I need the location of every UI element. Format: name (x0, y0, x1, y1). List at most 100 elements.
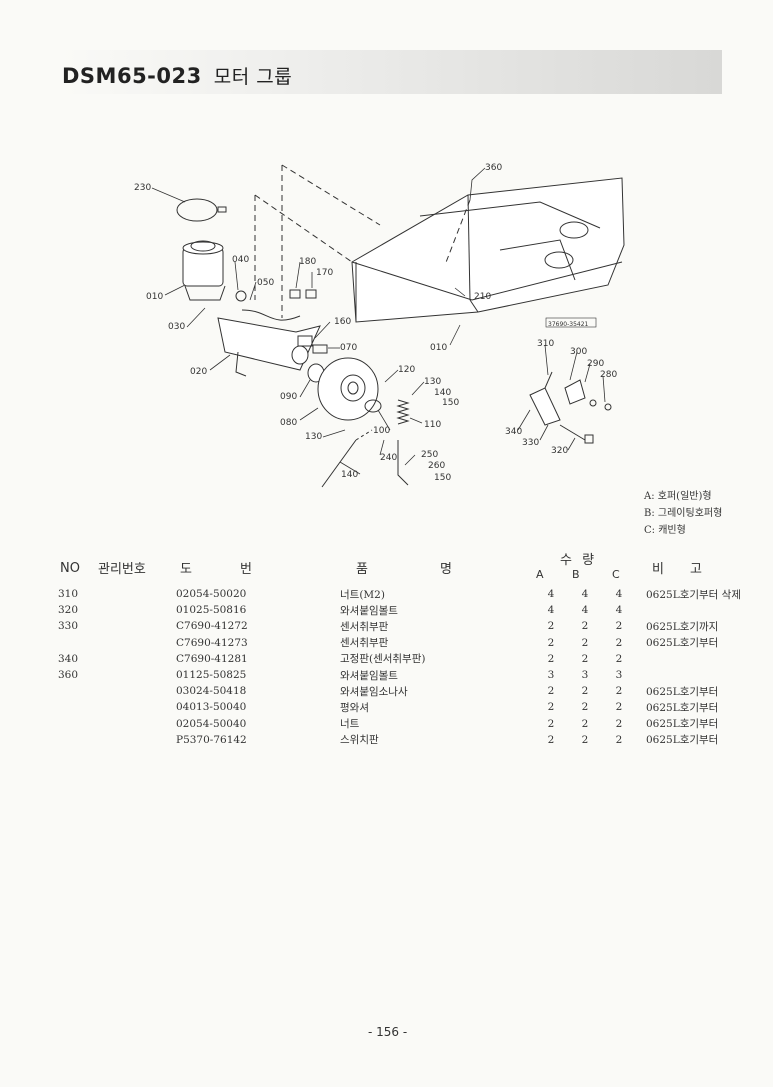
callout: 290 (587, 359, 604, 369)
cell-c: 2 (615, 636, 623, 649)
cell-name: 와셔붙임소나사 (340, 685, 408, 698)
cell-name: 고정판(센서취부판) (340, 653, 426, 666)
cell-c: 4 (615, 588, 623, 601)
cell-a: 2 (547, 652, 555, 665)
callout: 140 (434, 388, 451, 398)
callout: 330 (522, 438, 539, 448)
cell-c: 4 (615, 604, 623, 617)
col-header-qa: A (536, 568, 544, 581)
callout: 090 (280, 392, 297, 402)
cell-no (58, 683, 176, 699)
callout: 140 (341, 470, 358, 480)
legend-item: C: 캐빈형 (644, 525, 686, 536)
cell-c: 2 (615, 620, 623, 633)
pulley-disc (317, 357, 379, 421)
callout: 260 (428, 461, 445, 471)
page-number: - 156 - (368, 1025, 408, 1039)
callout: 180 (299, 257, 316, 267)
callout: 230 (134, 183, 151, 193)
col-header-qty: 수 량 (560, 553, 595, 568)
cell-no (58, 635, 176, 651)
group-name: 모터 그룹 (213, 66, 293, 88)
col-header-qc: C (612, 568, 620, 581)
callout: 050 (257, 278, 274, 288)
cell-remarks: 0625L호기부터 (646, 637, 719, 650)
cell-name: 너트 (340, 718, 360, 731)
callout: 010 (430, 343, 447, 353)
part-170 (305, 289, 317, 299)
cell-no: 320 (58, 604, 79, 617)
cell-c: 2 (615, 701, 623, 714)
col-header-name-b: 명 (440, 562, 452, 577)
legend-item: B: 그레이팅호퍼형 (644, 508, 723, 519)
cell-name: 스위치판 (340, 734, 379, 747)
cell-a: 2 (547, 685, 555, 698)
cell-b: 2 (581, 685, 589, 698)
cell-drawing: 01025-50816 (176, 604, 247, 617)
cell-b: 4 (581, 604, 589, 617)
cell-a: 4 (547, 588, 555, 601)
cell-drawing: 03024-50418 (176, 685, 247, 698)
motor (182, 240, 226, 301)
cell-drawing: 02054-50020 (176, 588, 247, 601)
cell-name: 평와셔 (340, 701, 369, 714)
cell-remarks: 0625L호기부터 (646, 685, 719, 698)
ref-code: 37690-35421 (548, 321, 589, 328)
wire-ring (176, 198, 218, 222)
cell-no (58, 732, 176, 748)
cell-c: 2 (615, 652, 623, 665)
cell-drawing: C7690-41273 (176, 636, 248, 649)
callout: 250 (421, 450, 438, 460)
cell-no: 340 (58, 652, 79, 665)
cell-no (58, 699, 176, 715)
callout: 100 (373, 426, 390, 436)
col-header-remarks-a: 비 (652, 562, 664, 577)
spring-110 (396, 399, 410, 425)
cell-name: 와셔붙임볼트 (340, 604, 398, 617)
nut-040 (235, 290, 247, 302)
table-row: 340 C7690-41281 고정판(센서취부판) 2 2 2 (58, 651, 756, 667)
callout: 020 (190, 367, 207, 377)
cell-no: 360 (58, 669, 79, 682)
callout: 160 (334, 317, 351, 327)
bracket-hook (235, 351, 247, 377)
cell-drawing: C7690-41281 (176, 652, 248, 665)
callout: 170 (316, 268, 333, 278)
cell-drawing: 02054-50040 (176, 717, 247, 730)
chassis-frame (351, 177, 625, 323)
cell-drawing: 04013-50040 (176, 701, 247, 714)
col-header-name-a: 품 (356, 562, 368, 577)
cell-no: 310 (58, 588, 79, 601)
exploded-parts-diagram: 37690-35421 230 360 040 180 170 050 010 … (134, 163, 625, 488)
cell-name: 센서취부판 (340, 637, 389, 650)
cell-name: 와셔붙임볼트 (340, 669, 398, 682)
cell-c: 2 (615, 717, 623, 730)
cell-drawing: C7690-41272 (176, 620, 248, 633)
header-bar (60, 50, 722, 94)
cell-b: 2 (581, 652, 589, 665)
cell-b: 2 (581, 636, 589, 649)
cell-remarks: 0625L호기부터 삭제 (646, 588, 741, 601)
callout: 150 (442, 398, 459, 408)
cell-remarks: 0625L호기까지 (646, 620, 719, 633)
cell-a: 2 (547, 701, 555, 714)
callout: 130 (305, 432, 322, 442)
col-header-qb: B (572, 568, 580, 581)
cell-c: 3 (615, 669, 623, 682)
cell-no (58, 716, 176, 732)
col-header-drawing-a: 도 (180, 562, 192, 577)
callout: 080 (280, 418, 297, 428)
cell-remarks: 0625L호기부터 (646, 701, 719, 714)
ring-100 (364, 399, 382, 413)
cell-remarks (636, 667, 756, 683)
callout: 040 (232, 255, 249, 265)
callout: 130 (424, 377, 441, 387)
col-header-no: NO (60, 561, 80, 576)
